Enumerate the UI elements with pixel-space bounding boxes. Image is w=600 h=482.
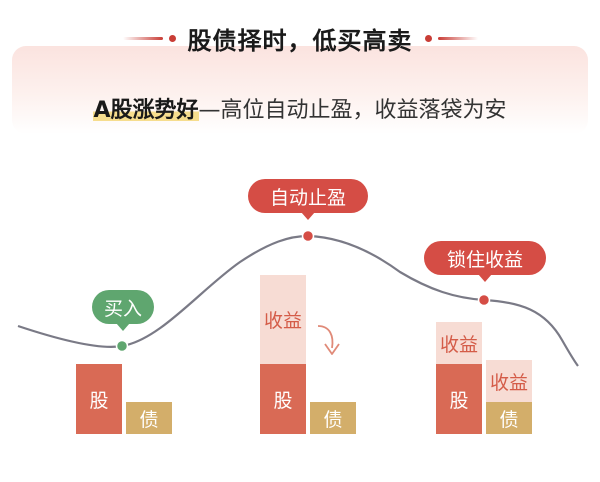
title-row: 股债择时，低买高卖	[0, 18, 600, 58]
buy-point	[115, 339, 129, 353]
group3-gain-bar-left: 收益	[436, 322, 482, 364]
lock-gain-marker: 锁住收益	[424, 241, 546, 282]
title-dot-right	[424, 34, 432, 42]
group2-bond-bar: 债	[310, 402, 356, 434]
title-line-left	[122, 36, 163, 40]
group2-gain-bar: 收益	[260, 275, 306, 364]
group3-stock-bar: 股	[436, 364, 482, 434]
group1-stock-bar: 股	[76, 364, 122, 434]
take-profit-point	[301, 229, 315, 243]
buy-marker: 买入	[92, 290, 154, 331]
group2-stock-bar: 股	[260, 364, 306, 434]
subtitle-rest: —高位自动止盈，收益落袋为安	[198, 98, 507, 123]
title-line-right	[437, 36, 478, 40]
take-profit-marker: 自动止盈	[248, 179, 368, 220]
curved-down-arrow-icon	[317, 325, 340, 355]
subtitle-highlight: A股涨势好	[93, 98, 199, 123]
group3-gain-bar-right: 收益	[486, 360, 532, 402]
group1-bond-bar: 债	[126, 402, 172, 434]
page-title: 股债择时，低买高卖	[187, 26, 413, 55]
group3-bond-bar: 债	[486, 402, 532, 434]
lock-gain-point	[477, 293, 491, 307]
title-dot-left	[168, 34, 176, 42]
subtitle: A股涨势好—高位自动止盈，收益落袋为安	[0, 92, 600, 124]
